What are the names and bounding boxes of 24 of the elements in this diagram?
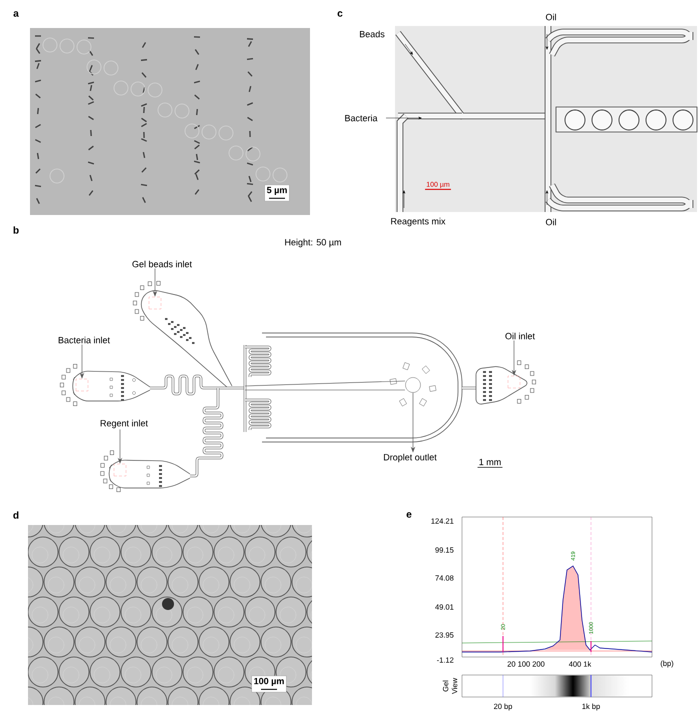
channel-label: Beads <box>360 30 384 38</box>
inlet-label: Gel beads inlet <box>132 260 192 268</box>
inlet-port <box>148 296 162 310</box>
panel-letter: d <box>13 511 18 519</box>
channel-label: Bacteria <box>345 114 378 122</box>
scale-bar: 5 µm <box>264 184 290 202</box>
inlet-port <box>508 376 520 388</box>
panel-letter: c <box>338 11 342 17</box>
panel-letter: a <box>14 11 19 17</box>
inlet-label: Oil inlet <box>505 332 535 340</box>
channel-label: Oil <box>546 218 556 226</box>
scale-bar: 1 mm <box>477 458 503 468</box>
inlet-label: Regent inlet <box>100 420 148 428</box>
inlet-port <box>76 378 88 392</box>
panel-letter: b <box>14 226 19 234</box>
channel-label: Reagents mix <box>391 218 446 226</box>
inlet-port <box>114 464 126 476</box>
inlet-label: Bacteria inlet <box>58 336 110 344</box>
inlet-label: Droplet outlet <box>384 454 437 462</box>
height-note: Height: 50 µm <box>285 238 341 248</box>
channel-label: Oil <box>546 14 556 20</box>
outlet-port <box>405 377 421 393</box>
panel-letter: e <box>406 512 412 518</box>
scale-bar: 100 µm <box>251 676 287 692</box>
